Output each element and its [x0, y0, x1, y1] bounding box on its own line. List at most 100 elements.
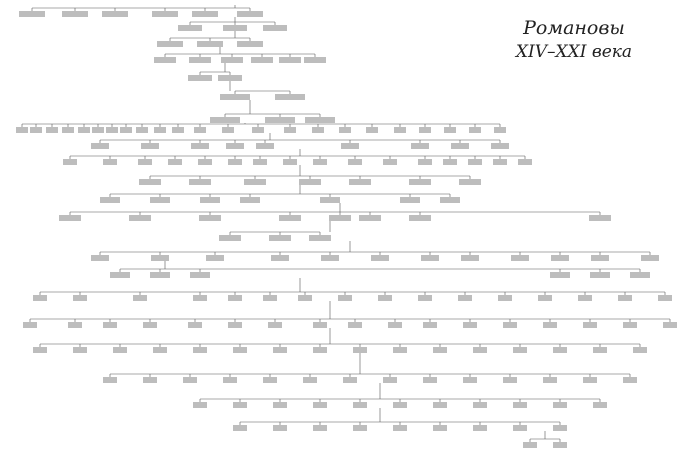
- gen-18-node-13: [503, 322, 517, 328]
- gen-9-node-7: [411, 143, 429, 149]
- gen-22-node-1: [233, 425, 247, 431]
- gen-19-node-11: [433, 347, 447, 353]
- gen-20-node-9: [423, 377, 437, 383]
- gen-3-node-2: [197, 41, 223, 47]
- gen-8-node-7: [106, 127, 118, 133]
- gen-4-node-4: [251, 57, 273, 63]
- gen-18-node-16: [623, 322, 637, 328]
- gen-16-node-1: [110, 272, 130, 278]
- gen-21-node-6: [393, 402, 407, 408]
- gen-11-node-1: [139, 179, 161, 185]
- gen-1-node-1: [19, 11, 45, 17]
- gen-12-node-6: [400, 197, 420, 203]
- gen-16-node-4: [550, 272, 570, 278]
- gen-22-node-4: [353, 425, 367, 431]
- gen-10-node-9: [313, 159, 327, 165]
- gen-17-node-14: [578, 295, 592, 301]
- gen-23-node-2: [553, 442, 567, 448]
- gen-10-node-15: [493, 159, 507, 165]
- gen-21-node-4: [313, 402, 327, 408]
- gen-10-node-10: [348, 159, 362, 165]
- gen-21-node-8: [473, 402, 487, 408]
- gen-8-node-23: [494, 127, 506, 133]
- gen-13-node-6: [359, 215, 381, 221]
- gen-10-node-5: [198, 159, 212, 165]
- gen-17-node-9: [378, 295, 392, 301]
- gen-22-node-5: [393, 425, 407, 431]
- gen-22-node-3: [313, 425, 327, 431]
- gen-17-node-1: [33, 295, 47, 301]
- gen-10-node-16: [518, 159, 532, 165]
- gen-10-node-12: [418, 159, 432, 165]
- gen-19-node-16: [633, 347, 647, 353]
- gen-8-node-12: [194, 127, 206, 133]
- gen-10-node-7: [253, 159, 267, 165]
- gen-21-node-3: [273, 402, 287, 408]
- gen-20-node-3: [183, 377, 197, 383]
- gen-17-node-4: [193, 295, 207, 301]
- gen-2-node-2: [223, 25, 247, 31]
- gen-11-node-4: [299, 179, 321, 185]
- gen-1-node-6: [237, 11, 263, 17]
- gen-16-node-3: [190, 272, 210, 278]
- gen-18-node-2: [68, 322, 82, 328]
- gen-20-node-10: [463, 377, 477, 383]
- gen-22-node-6: [433, 425, 447, 431]
- gen-19-node-6: [233, 347, 247, 353]
- gen-18-node-12: [463, 322, 477, 328]
- gen-8-node-9: [136, 127, 148, 133]
- gen-7-node-1: [210, 117, 240, 123]
- gen-4-node-2: [189, 57, 211, 63]
- gen-6-node-1: [220, 94, 250, 100]
- gen-1-node-4: [152, 11, 178, 17]
- gen-7-node-3: [305, 117, 335, 123]
- gen-17-node-3: [133, 295, 147, 301]
- gen-15-node-6: [371, 255, 389, 261]
- gen-13-node-3: [199, 215, 221, 221]
- gen-8-node-14: [252, 127, 264, 133]
- gen-13-node-4: [279, 215, 301, 221]
- gen-5-node-1: [188, 75, 212, 81]
- gen-13-node-7: [409, 215, 431, 221]
- gen-21-node-5: [353, 402, 367, 408]
- gen-19-node-9: [353, 347, 367, 353]
- gen-18-node-1: [23, 322, 37, 328]
- gen-10-node-13: [443, 159, 457, 165]
- gen-9-node-3: [191, 143, 209, 149]
- gen-21-node-1: [193, 402, 207, 408]
- gen-13-node-1: [59, 215, 81, 221]
- gen-9-node-1: [91, 143, 109, 149]
- gen-7-node-2: [265, 117, 295, 123]
- gen-21-node-2: [233, 402, 247, 408]
- gen-4-node-1: [154, 57, 176, 63]
- gen-10-node-8: [283, 159, 297, 165]
- gen-22-node-9: [553, 425, 567, 431]
- gen-13-node-8: [589, 215, 611, 221]
- gen-15-node-2: [151, 255, 169, 261]
- gen-11-node-3: [244, 179, 266, 185]
- gen-21-node-11: [593, 402, 607, 408]
- gen-4-node-3: [221, 57, 243, 63]
- gen-23-node-1: [523, 442, 537, 448]
- gen-19-node-12: [473, 347, 487, 353]
- gen-19-node-7: [273, 347, 287, 353]
- gen-15-node-9: [511, 255, 529, 261]
- gen-20-node-2: [143, 377, 157, 383]
- gen-15-node-3: [206, 255, 224, 261]
- gen-18-node-4: [143, 322, 157, 328]
- gen-3-node-3: [237, 41, 263, 47]
- gen-2-node-3: [263, 25, 287, 31]
- gen-8-node-18: [366, 127, 378, 133]
- gen-17-node-10: [418, 295, 432, 301]
- gen-19-node-10: [393, 347, 407, 353]
- title-line-1: Романовы: [523, 17, 625, 39]
- gen-8-node-17: [339, 127, 351, 133]
- gen-8-node-11: [172, 127, 184, 133]
- gen-13-node-2: [129, 215, 151, 221]
- gen-18-node-6: [228, 322, 242, 328]
- gen-17-node-12: [498, 295, 512, 301]
- gen-19-node-2: [73, 347, 87, 353]
- gen-18-node-10: [388, 322, 402, 328]
- gen-9-node-8: [451, 143, 469, 149]
